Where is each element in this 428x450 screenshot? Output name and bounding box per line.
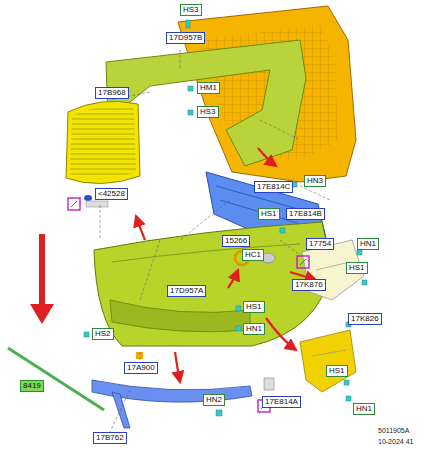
fastener-callout: HN1 [353, 403, 375, 415]
callout-number: 17E814B [289, 209, 322, 218]
callout-number: 17D957B [169, 33, 202, 42]
fastener-callout: HS3 [180, 4, 202, 16]
part-callout: 17E814C [254, 181, 293, 193]
callout-number: HC1 [245, 250, 261, 259]
callout-number: 17D957A [170, 286, 203, 295]
part-callout: 17A900 [124, 362, 158, 374]
callout-number: HN1 [356, 404, 372, 413]
fastener-callout: HN1 [357, 238, 379, 250]
fastener-callout: HS1 [346, 262, 368, 274]
callout-number: 17754 [309, 239, 331, 248]
fastener-callout: HC1 [242, 249, 264, 261]
part-callout: <42528 [95, 188, 128, 200]
fastener-callout: HN3 [304, 175, 326, 187]
part-callout: 17B968 [95, 87, 129, 99]
callout-number: HS1 [329, 366, 345, 375]
callout-number: 17K826 [351, 314, 379, 323]
callout-number: HS1 [246, 302, 262, 311]
callout-number: HS1 [349, 263, 365, 272]
callout-number: 17K876 [295, 280, 323, 289]
drawing-reference: 5011905A [378, 426, 409, 435]
part-callout: 8419 [20, 380, 44, 392]
callout-number: HM1 [200, 83, 217, 92]
part-callout: 17754 [306, 238, 334, 250]
callout-number: HS3 [200, 107, 216, 116]
callout-number: HS3 [183, 5, 199, 14]
fastener-callout: HN2 [203, 394, 225, 406]
fastener-callout: HN1 [243, 323, 265, 335]
part-callout: 17E814B [286, 208, 325, 220]
fastener-callout: HS1 [258, 208, 280, 220]
callout-number: HS1 [261, 209, 277, 218]
callout-number: 17B762 [96, 433, 124, 442]
callout-number: HN1 [360, 239, 376, 248]
fastener-callout: HS3 [197, 106, 219, 118]
part-callout: 17D957A [167, 285, 206, 297]
callout-number: 17B968 [98, 88, 126, 97]
fastener-callout: HS1 [243, 301, 265, 313]
fastener-callout: HM1 [197, 82, 220, 94]
callout-number: HN1 [246, 324, 262, 333]
part-callout: 17E814A [262, 396, 301, 408]
part-callout: 17K876 [292, 279, 326, 291]
callout-number: HN3 [307, 176, 323, 185]
fastener-callout: HS2 [92, 328, 114, 340]
callout-number: 8419 [23, 381, 41, 390]
drawing-reference: 10-2024 41 [378, 437, 413, 446]
callout-number: 17A900 [127, 363, 155, 372]
callout-number: 15266 [225, 236, 247, 245]
part-callout: 17D957B [166, 32, 205, 44]
callout-number: 17E814A [265, 397, 298, 406]
part-callout: 17B762 [93, 432, 127, 444]
callout-number: HN2 [206, 395, 222, 404]
part-callout: 15266 [222, 235, 250, 247]
fastener-callout: HS1 [326, 365, 348, 377]
callout-number: 17E814C [257, 182, 290, 191]
part-callout: 17K826 [348, 313, 382, 325]
callout-number: <42528 [98, 189, 125, 198]
callout-number: HS2 [95, 329, 111, 338]
